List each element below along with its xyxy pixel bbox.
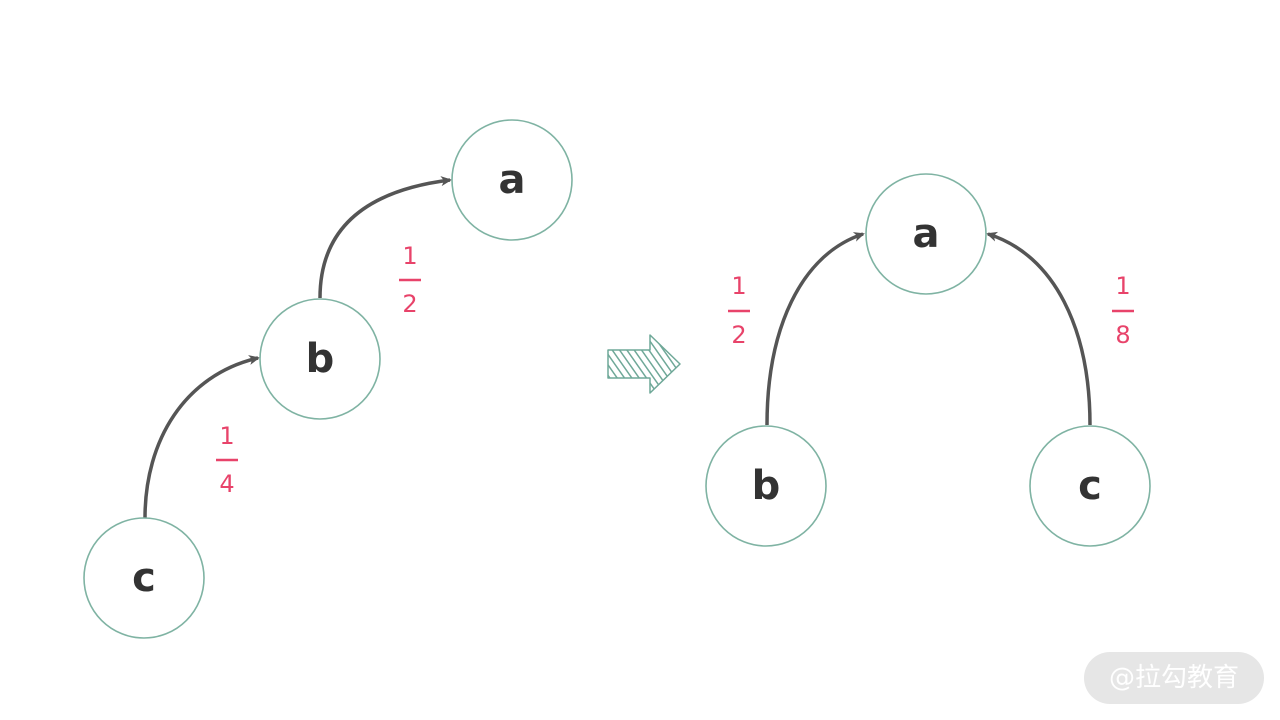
- weight-numerator: 1: [731, 272, 746, 300]
- left-tree: 1 4 1 2 a b c: [83, 119, 573, 639]
- left-node-b: b: [259, 298, 381, 420]
- node-label: b: [752, 463, 781, 509]
- node-label: a: [499, 157, 526, 203]
- weight-numerator: 1: [402, 242, 417, 270]
- right-node-c: c: [1029, 425, 1151, 547]
- node-label: c: [1078, 463, 1102, 509]
- watermark: @拉勾教育: [1084, 652, 1264, 704]
- right-node-a: a: [865, 173, 987, 295]
- weight-denominator: 4: [219, 470, 234, 498]
- node-label: c: [132, 555, 156, 601]
- right-tree: 1 2 1 8 a b c: [705, 173, 1151, 547]
- right-edge-b-to-a: [765, 232, 865, 426]
- right-node-b: b: [705, 425, 827, 547]
- weight-denominator: 2: [731, 321, 746, 349]
- weight-numerator: 1: [1115, 272, 1130, 300]
- node-label: b: [306, 336, 335, 382]
- left-node-a: a: [451, 119, 573, 241]
- left-node-c: c: [83, 517, 205, 639]
- right-weight-c-a: 1 8: [1112, 272, 1134, 349]
- hatched-right-arrow-icon: [607, 334, 681, 394]
- weight-denominator: 8: [1115, 321, 1130, 349]
- weight-numerator: 1: [219, 422, 234, 450]
- right-weight-b-a: 1 2: [728, 272, 750, 349]
- left-weight-c-b: 1 4: [216, 422, 238, 498]
- left-edge-c-to-b: [143, 355, 260, 519]
- left-edge-b-to-a: [318, 176, 452, 299]
- node-label: a: [913, 211, 940, 257]
- right-edge-c-to-a: [986, 231, 1092, 426]
- weight-denominator: 2: [402, 290, 417, 318]
- left-weight-b-a: 1 2: [399, 242, 421, 318]
